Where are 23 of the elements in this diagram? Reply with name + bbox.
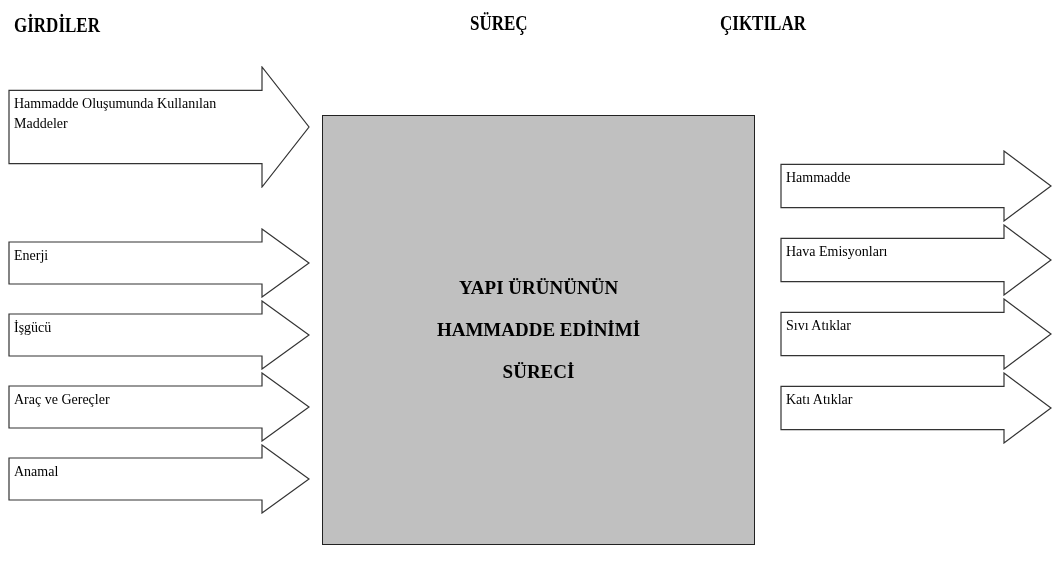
column-heading: GİRDİLER: [14, 14, 100, 37]
arrow-label: Sıvı Atıklar: [786, 317, 852, 336]
pointer-shape: [8, 66, 310, 188]
process-title: YAPI ÜRÜNÜNÜN HAMMADDE EDİNİMİ SÜRECİ: [435, 276, 642, 384]
arrow-label: Hava Emisyonları: [786, 243, 889, 262]
pointer-shape: [780, 224, 1052, 296]
arrow-label: Katı Atıklar: [786, 391, 854, 410]
process-box: [322, 115, 755, 545]
pointer-shape: [8, 300, 310, 370]
pointer-shape: [8, 444, 310, 514]
pointer-shape: [780, 372, 1052, 444]
pointer-shape: [780, 298, 1052, 370]
arrow-label: Enerji: [14, 247, 50, 265]
arrow-label: Hammadde: [786, 169, 852, 188]
column-heading: SÜREÇ: [470, 12, 528, 35]
arrow-label: Anamal: [14, 463, 60, 481]
arrow-label: İşgücü: [14, 319, 53, 337]
pointer-shape: [8, 228, 310, 298]
column-heading: ÇIKTILAR: [720, 12, 806, 35]
arrow-label: Hammadde Oluşumunda Kullanılan Maddeler: [14, 95, 218, 134]
pointer-shape: [8, 372, 310, 442]
pointer-shape: [780, 150, 1052, 222]
arrow-label: Araç ve Gereçler: [14, 391, 111, 409]
